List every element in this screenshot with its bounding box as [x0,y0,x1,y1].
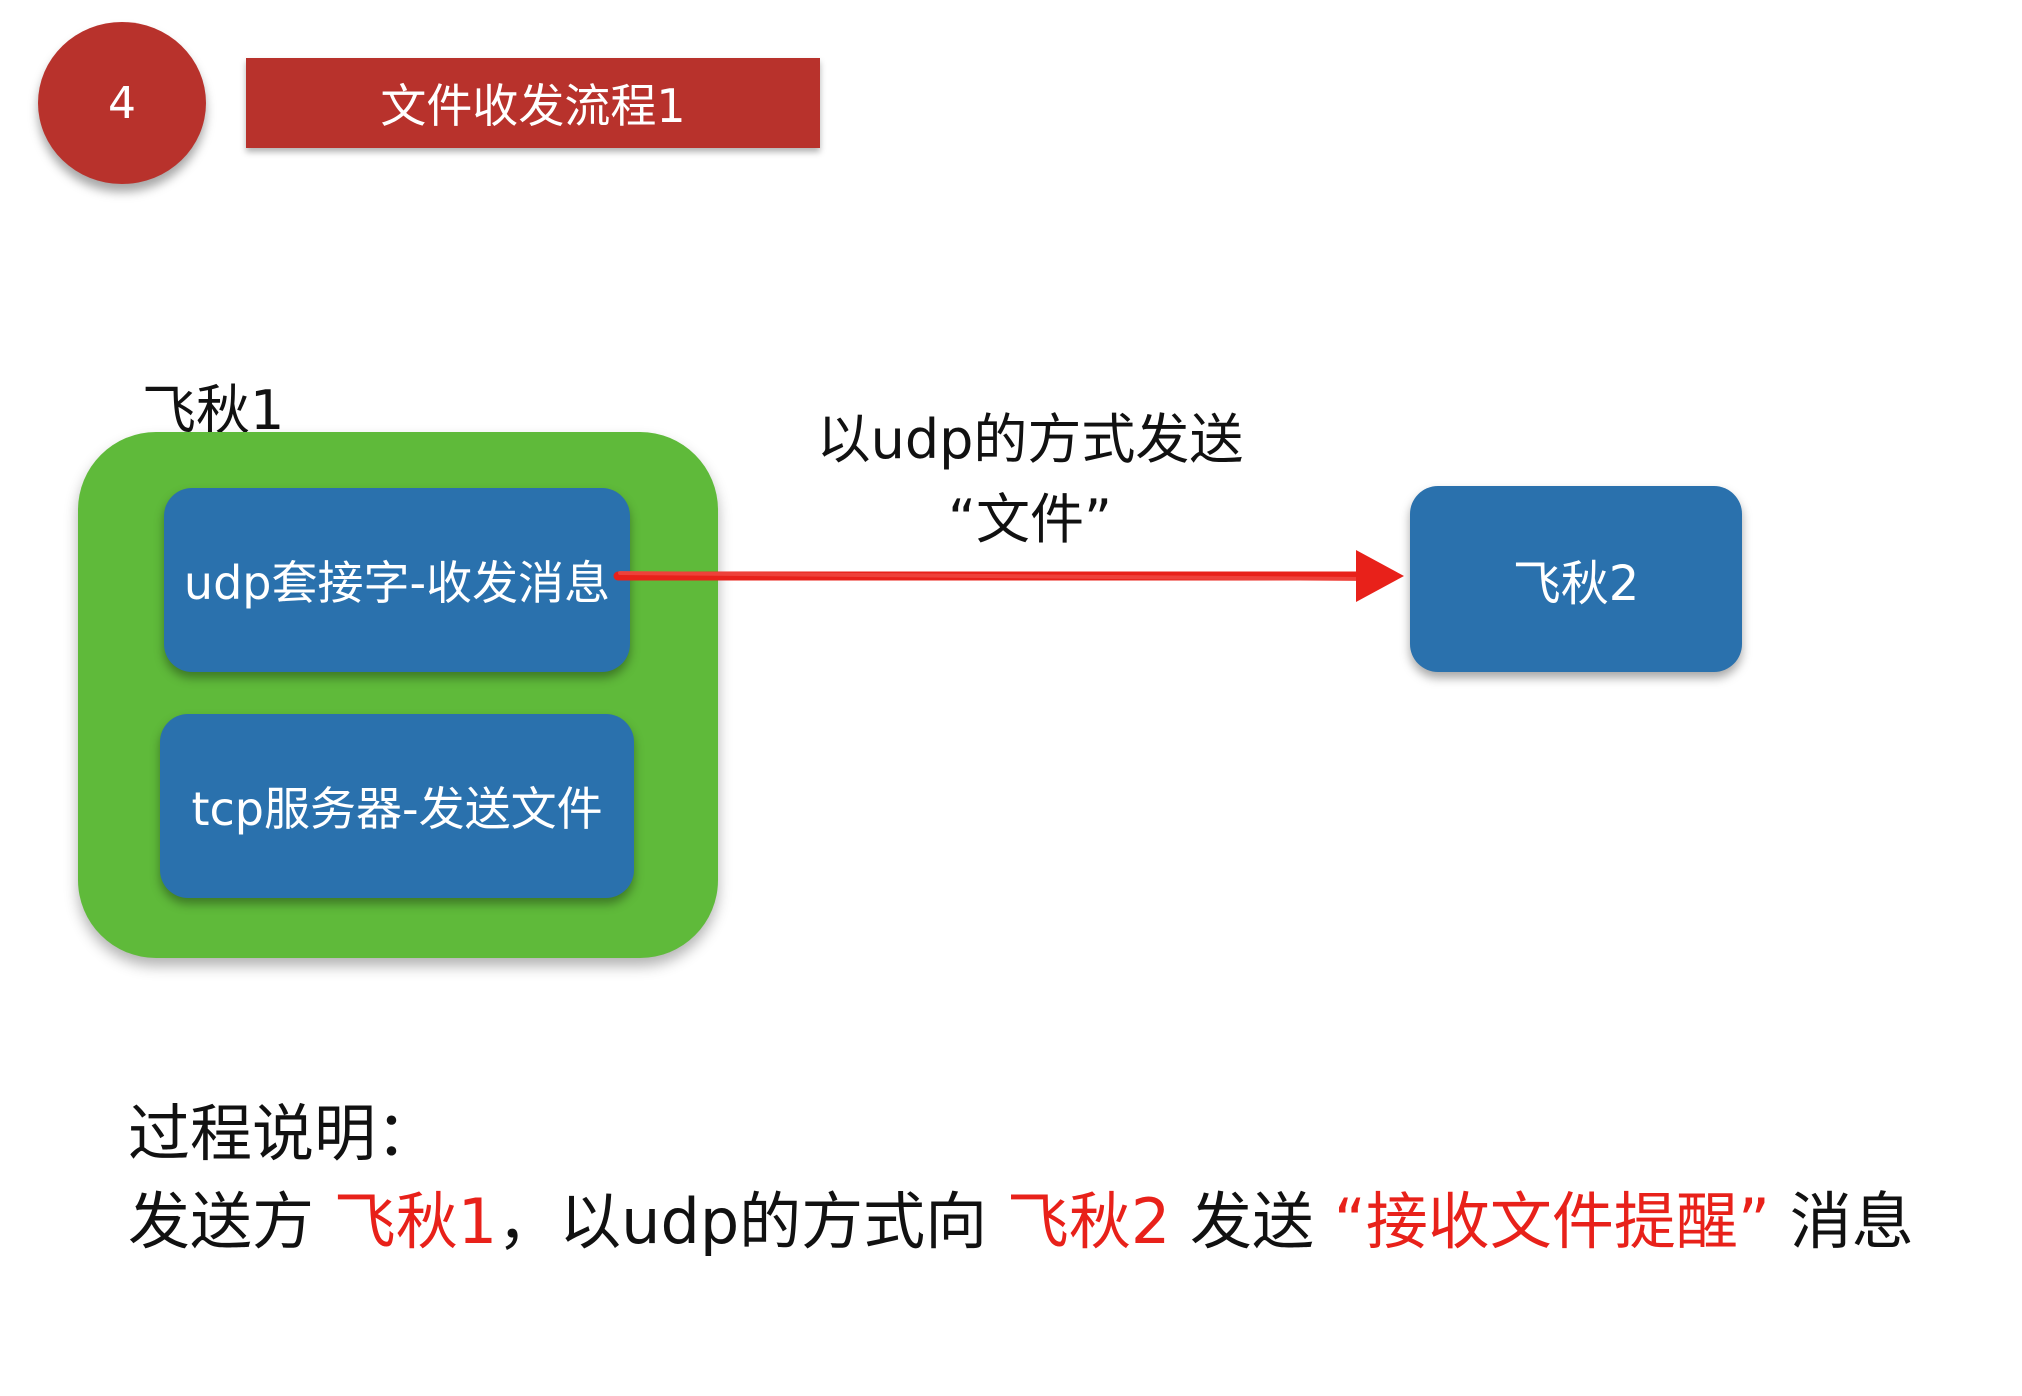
step-number: 4 [108,77,136,129]
tcp-server-label: tcp服务器-发送文件 [191,782,603,836]
explanation-mid: ，以udp的方式向 [497,1185,1007,1258]
explanation-mid2: 发送 [1170,1185,1334,1258]
step-badge: 4 [38,22,206,184]
arrow-label: 以udp的方式发送 “文件” [770,400,1290,560]
send-arrow-line-texture [618,571,1360,581]
explanation-message: “接收文件提醒” [1333,1185,1771,1258]
udp-socket-label: udp套接字-收发消息 [183,556,611,610]
explanation-line: 发送方 飞秋1，以udp的方式向 飞秋2 发送 “接收文件提醒” 消息 [128,1178,1914,1266]
udp-socket-box: udp套接字-收发消息 [164,488,630,672]
arrow-label-line1: 以udp的方式发送 [816,408,1244,471]
page-title: 文件收发流程1 [380,79,686,133]
explanation-sender: 飞秋1 [333,1185,498,1258]
process-explanation: 过程说明： 发送方 飞秋1，以udp的方式向 飞秋2 发送 “接收文件提醒” 消… [128,1090,1914,1266]
arrow-label-line2: “文件” [948,488,1112,551]
receiver-label: 飞秋2 [1512,556,1640,612]
explanation-prefix: 发送方 [128,1185,334,1258]
send-arrow-head [1356,550,1404,602]
explanation-heading: 过程说明： [128,1097,439,1170]
receiver-box: 飞秋2 [1410,486,1742,672]
explanation-receiver: 飞秋2 [1006,1185,1171,1258]
sender-label: 飞秋1 [142,379,285,442]
page-title-banner: 文件收发流程1 [246,58,820,148]
explanation-suffix: 消息 [1770,1185,1914,1258]
tcp-server-box: tcp服务器-发送文件 [160,714,634,898]
